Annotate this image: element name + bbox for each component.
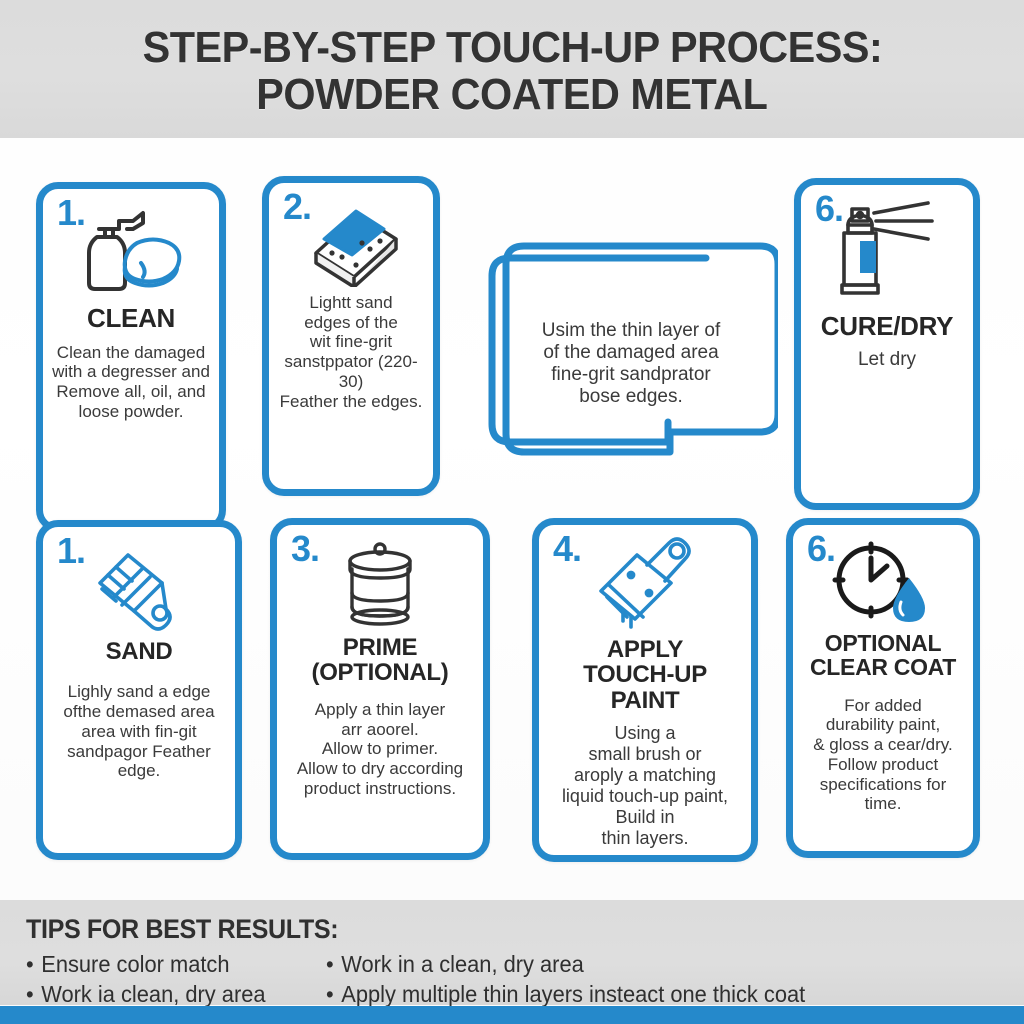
step-title: CURE/DRY [820, 311, 954, 341]
step-title: PRIME(OPTIONAL) [311, 634, 449, 687]
bullet-icon: • [26, 951, 34, 977]
clock-and-droplet-icon [793, 537, 973, 629]
spray-can-icon [801, 197, 973, 307]
bullet-icon: • [326, 951, 334, 977]
paint-brush-icon [539, 535, 751, 635]
tip-text: Work in a clean, dry area [341, 951, 584, 977]
header-banner: STEP-BY-STEP TOUCH-UP PROCESS: POWDER CO… [0, 0, 1024, 138]
tips-columns: • Ensure color match • Work ia clean, dry … [26, 949, 1024, 1010]
paint-brush-icon [43, 541, 235, 637]
step-number: 1. [57, 530, 86, 571]
step-body: Let dry [857, 348, 917, 370]
step-number: 1. [57, 192, 86, 233]
sanding-block-icon [269, 193, 433, 289]
irregular-card-outline [488, 242, 778, 456]
tip-item: • Ensure color match [26, 949, 311, 979]
primer-can-icon [277, 537, 483, 633]
step-card-clean[interactable]: 1. CLEAN Clean the dama [36, 182, 226, 532]
tip-item: • Apply multiple thin layers insteact one… [326, 979, 805, 1009]
card-text-block: CURE/DRY Let dry [801, 311, 973, 371]
step-number: 6. [807, 528, 836, 569]
step-number: 3. [291, 528, 320, 569]
tip-item: • Work in a clean, dry area [326, 949, 805, 979]
steps-board: 1. CLEAN Clean the dama [0, 138, 1024, 900]
step-number: 2. [283, 186, 312, 227]
step-card-cure-dry[interactable]: 6. [794, 178, 980, 510]
bullet-icon: • [26, 981, 34, 1008]
bottom-accent-bar [0, 1006, 1024, 1024]
tips-column-right: • Work in a clean, dry area • Apply multip… [326, 949, 830, 1010]
step-number: 4. [553, 528, 582, 569]
bullet-icon: • [326, 981, 334, 1008]
tips-title: TIPS FOR BEST RESULTS: [26, 914, 339, 944]
step-card-light-sand[interactable]: 2. [262, 176, 440, 496]
tip-text: Work ia clean, dry area [41, 981, 266, 1008]
tips-section: TIPS FOR BEST RESULTS: • Ensure color mat… [0, 900, 1024, 1007]
step-card-prime[interactable]: 3. PRIME(OPTIONAL) Apply a thin [270, 518, 490, 860]
tip-text: Apply multiple thin layers insteact one … [341, 981, 806, 1008]
page-title-line1: STEP-BY-STEP TOUCH-UP PROCESS: [142, 23, 882, 73]
spray-bottle-and-sponge-icon [43, 203, 219, 299]
page-title-line2: POWDER COATED METAL [256, 70, 768, 119]
tip-text: Ensure color match [41, 951, 230, 977]
step-title: CLEAN [86, 303, 176, 333]
step-number: 6. [815, 188, 844, 229]
tip-item: • Work ia clean, dry area [26, 979, 311, 1009]
tips-column-left: • Ensure color match • Work ia clean, dry … [26, 949, 326, 1010]
step-title: SAND [105, 638, 173, 665]
